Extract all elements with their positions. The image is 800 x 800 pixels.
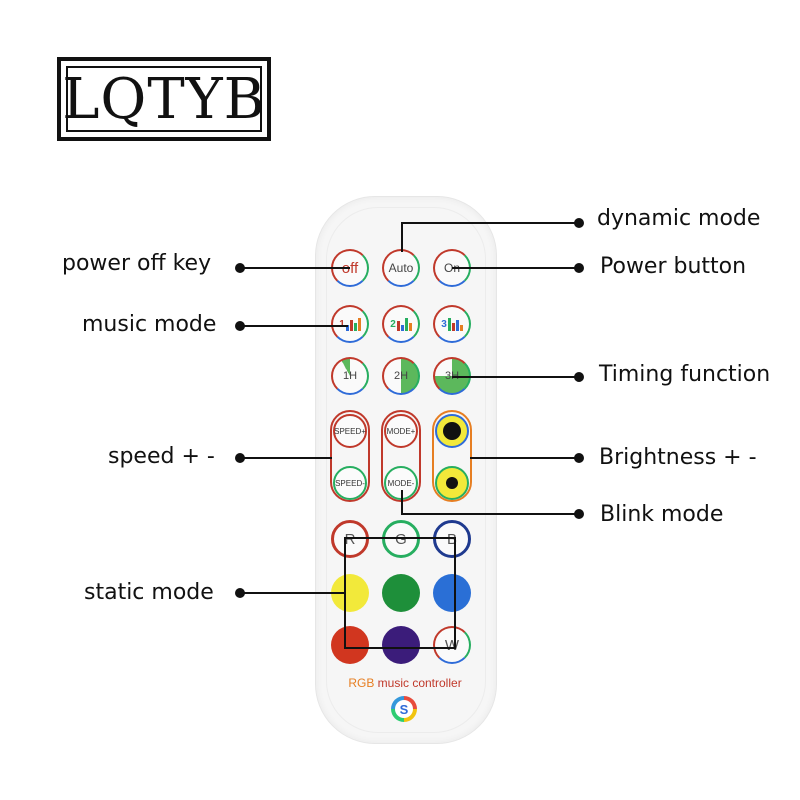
- brightness-up-icon: [443, 422, 461, 440]
- blink-mode-dot: [574, 509, 584, 519]
- music-mode-2-button[interactable]: 2: [382, 305, 420, 343]
- timer-2h-button[interactable]: 2H: [382, 357, 420, 395]
- timer-1h-button[interactable]: 1H: [331, 357, 369, 395]
- static-mode-bracket: [344, 537, 456, 649]
- brightness-rocker: [432, 410, 472, 502]
- speed-minus-label: SPEED-: [335, 478, 365, 488]
- on-button-label: On: [443, 261, 460, 275]
- music-mode-label: music mode: [82, 312, 217, 337]
- brightness-plus-button[interactable]: [435, 414, 469, 448]
- power-button-dot: [574, 263, 584, 273]
- speed-minus-button[interactable]: SPEED-: [333, 466, 367, 500]
- purple-color-button[interactable]: [382, 626, 420, 664]
- controller-caption: RGB music controller: [315, 676, 495, 690]
- brightness-minus-button[interactable]: [435, 466, 469, 500]
- brand-logo: LQTYB: [57, 57, 271, 141]
- power-off-key-label: power off key: [62, 251, 212, 276]
- brightness-dot: [574, 453, 584, 463]
- speed-rocker: SPEED+ SPEED-: [330, 410, 370, 502]
- dynamic-mode-dot: [574, 218, 584, 228]
- static-mode-label: static mode: [84, 580, 214, 605]
- equalizer-icon: [345, 317, 361, 331]
- speed-dot: [235, 453, 245, 463]
- auto-button[interactable]: Auto: [382, 249, 420, 287]
- controller-caption-rest: music controller: [374, 676, 462, 690]
- controller-caption-rgb: RGB: [348, 676, 375, 690]
- brightness-label: Brightness + -: [599, 445, 757, 470]
- equalizer-icon: [396, 317, 412, 331]
- timer-1h-label: 1H: [342, 370, 358, 382]
- brand-logo-text: LQTYB: [62, 66, 266, 132]
- brand-s-icon: S: [391, 696, 417, 722]
- auto-button-label: Auto: [388, 261, 414, 275]
- blink-mode-label: Blink mode: [600, 502, 724, 527]
- red-color-button[interactable]: [331, 626, 369, 664]
- brand-s-icon-letter: S: [395, 700, 413, 718]
- music-mode-1-button[interactable]: 1: [331, 305, 369, 343]
- timing-function-label: Timing function: [599, 362, 771, 387]
- static-mode-dot: [235, 588, 245, 598]
- blue-color-button[interactable]: [433, 574, 471, 612]
- music-mode-dot: [235, 321, 245, 331]
- music-mode-2-number: 2: [390, 318, 396, 330]
- music-mode-3-number: 3: [441, 318, 447, 330]
- blink-mode-leader: [401, 490, 578, 515]
- mode-plus-button[interactable]: MODE+: [384, 414, 418, 448]
- mode-plus-label: MODE+: [386, 426, 416, 436]
- speed-plus-button[interactable]: SPEED+: [333, 414, 367, 448]
- power-off-dot: [235, 263, 245, 273]
- speed-label: speed + -: [108, 444, 215, 469]
- equalizer-icon: [447, 317, 463, 331]
- speed-plus-label: SPEED+: [334, 426, 366, 436]
- remote-inner-border: [326, 207, 486, 733]
- timing-dot: [574, 372, 584, 382]
- timer-2h-label: 2H: [393, 370, 409, 382]
- brightness-down-icon: [446, 477, 458, 489]
- dynamic-mode-leader: [401, 222, 578, 252]
- power-button-label: Power button: [600, 254, 747, 279]
- mode-minus-label: MODE-: [387, 478, 415, 488]
- music-mode-1-number: 1: [339, 318, 345, 330]
- white-color-button[interactable]: W: [433, 626, 471, 664]
- music-mode-3-button[interactable]: 3: [433, 305, 471, 343]
- dynamic-mode-label: dynamic mode: [597, 206, 761, 231]
- green-color-button[interactable]: [382, 574, 420, 612]
